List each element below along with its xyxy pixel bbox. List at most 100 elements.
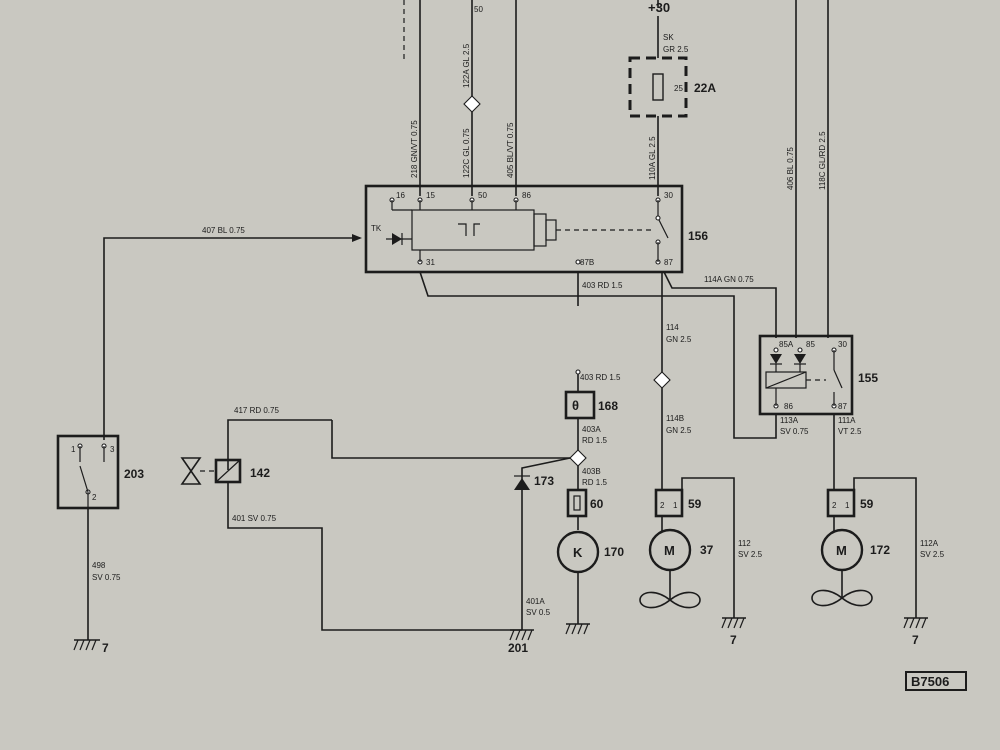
connector-59b-number: 59 [860,497,874,511]
relay156-number: 156 [688,229,708,243]
wire-401a-id: 401A [526,597,545,606]
wire-112-spec: SV 2.5 [738,550,763,559]
fuse-wire-out: 110A GL 2.5 [648,136,657,180]
switch-203-pin-2: 2 [92,493,97,502]
wire-401-label: 401 SV 0.75 [232,514,277,523]
coil-170-number: 170 [604,545,624,559]
relay155-pin-86: 86 [784,402,793,411]
ground-motor-37: 7 [721,617,746,647]
fuse-wire-in-id: SK [663,33,674,42]
ground-left: 7 [73,639,109,655]
relay156-pin-15: 15 [426,191,435,200]
relay156-pin-16: 16 [396,191,405,200]
ground-201: 201 [508,629,534,655]
wire-111a-path: 111A VT 2.5 [833,414,862,490]
relay156-pin-87: 87 [664,258,673,267]
wire-403-path: 403 RD 1.5 [419,271,623,306]
ground-motor-37-label: 7 [730,633,737,647]
wire-403b-id: 403B [582,467,601,476]
figure-code: B7506 [905,671,967,691]
wire-114a-label: 114A GN 0.75 [704,275,754,284]
wire-406: 406 BL 0.75 [786,147,795,190]
relay156-pin-50: 50 [478,191,487,200]
wire-122c: 122C GL 0.75 [462,128,471,178]
wire-403b-spec: RD 1.5 [582,478,607,487]
connector-59a-pin-2: 2 [660,501,665,510]
fuse-wire-in-spec: GR 2.5 [663,45,689,54]
wire-407-label: 407 BL 0.75 [202,226,245,235]
relay156-pin-86: 86 [522,191,531,200]
fuse-rating: 25 [674,84,683,93]
connector-59a-pin-1: 1 [673,501,678,510]
sensor-168-number: 168 [598,399,618,413]
relay-156: 16 15 50 86 30 TK 31 87B 87 [364,184,708,274]
fuse-number: 22A [694,81,716,95]
wire-114a-path: 114A GN 0.75 [663,271,777,338]
motor-37-symbol: M [664,543,675,558]
relay155-pin-87: 87 [838,402,847,411]
wire-50-top: 50 [474,5,483,14]
sensor-168: 403 RD 1.5 θ 168 403A RD 1.5 [564,369,621,467]
wire-112a-id: 112A [920,539,939,548]
wire-111a-id: 111A [838,416,856,425]
solenoid-142-number: 142 [250,466,270,480]
wire-403-label: 403 RD 1.5 [582,281,623,290]
wire-114-id: 114 [666,323,679,332]
relay156-pin-tk: TK [371,224,382,233]
switch-203-pin-3: 3 [110,445,115,454]
relay155-pin-85a: 85A [779,340,794,349]
relay155-pin-30: 30 [838,340,847,349]
wire-403a-id: 403A [582,425,601,434]
motor-172-number: 172 [870,543,890,557]
connector-59b-pin-1: 1 [845,501,850,510]
switch-203: 1 3 2 203 498 SV 0.75 [56,434,144,640]
switch-203-number: 203 [124,467,144,481]
motor-37: 2 1 59 M 37 112 SV 2.5 [639,477,763,618]
wire-112-id: 112 [738,539,751,548]
wire-218: 218 GN/VT 0.75 [410,120,419,178]
wire-113a-id: 113A [780,416,799,425]
ground-motor-172-label: 7 [912,633,919,647]
ground-201-label: 201 [508,641,528,655]
wire-113a-spec: SV 0.75 [780,427,809,436]
fuse-22a: SK GR 2.5 25 22A 110A GL 2.5 [628,16,716,196]
relay-155: 406 BL 0.75 118C GL/RD 2.5 85A 85 30 86 … [758,0,878,416]
motor-37-number: 37 [700,543,714,557]
relay156-pin-30: 30 [664,191,673,200]
relay156-pin-31: 31 [426,258,435,267]
wire-114b-id: 114B [666,414,684,423]
fuse-60-number: 60 [590,497,604,511]
ground-left-label: 7 [102,641,109,655]
wire-112a-spec: SV 2.5 [920,550,945,559]
wire-junction-path: 173 401A SV 0.5 [331,420,571,630]
motor-172: 2 1 59 M 172 112A SV 2.5 [811,477,945,618]
supply-label: +30 [648,0,670,15]
ground-motor-172: 7 [903,617,928,647]
wire-114-spec: GN 2.5 [666,335,692,344]
wire-498-spec: SV 0.75 [92,573,121,582]
motor-172-symbol: M [836,543,847,558]
wire-403a-spec: RD 1.5 [582,436,607,445]
switch-203-pin-1: 1 [71,445,76,454]
wire-403-top-label: 403 RD 1.5 [580,373,621,382]
wire-417-label: 417 RD 0.75 [234,406,279,415]
wire-113a-path: 113A SV 0.75 [578,295,809,439]
wire-498-id: 498 [92,561,106,570]
wire-111a-spec: VT 2.5 [838,427,862,436]
connector-59b-pin-2: 2 [832,501,837,510]
diode-173-number: 173 [534,474,554,488]
relay156-pin-87b: 87B [580,258,594,267]
wire-401a-spec: SV 0.5 [526,608,551,617]
top-wires: 50 218 GN/VT 0.75 122A GL 2.5 122C GL 0.… [403,0,517,196]
wire-118c: 118C GL/RD 2.5 [818,131,827,190]
ground-coil [565,623,590,635]
wire-114-path: 114 GN 2.5 114B GN 2.5 [653,272,692,490]
relay155-pin-85: 85 [806,340,815,349]
coil-170-branch: 403B RD 1.5 60 K 170 [556,466,624,624]
solenoid-142: 417 RD 0.75 142 401 SV 0.75 [180,406,522,631]
sensor-168-symbol: θ [572,398,579,413]
figure-code-label: B7506 [911,674,949,689]
coil-170-symbol: K [573,545,583,560]
wire-122a: 122A GL 2.5 [462,43,471,88]
